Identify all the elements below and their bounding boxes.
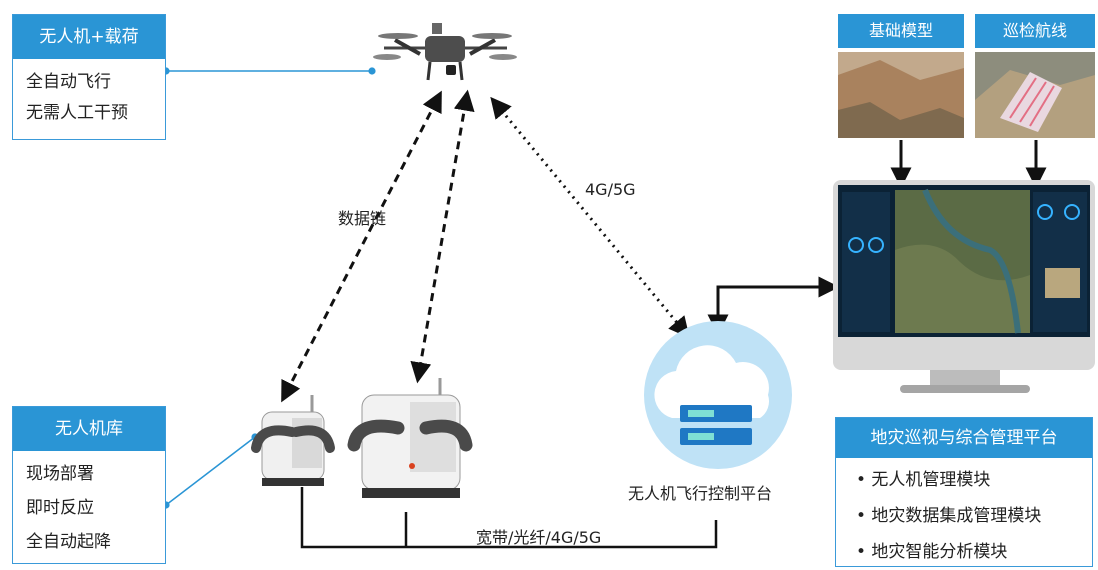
monitor-icon xyxy=(833,180,1095,393)
dock-box-line: 现场部署 xyxy=(26,464,94,484)
platform-module-item: • 地灾智能分析模块 xyxy=(856,542,1008,562)
base-model-title: 基础模型 xyxy=(838,14,964,48)
drone-box-line: 无需人工干预 xyxy=(26,103,128,123)
cellular-link-arrow xyxy=(490,96,690,339)
platform-box-title: 地灾巡视与综合管理平台 xyxy=(836,418,1092,458)
platform-module-item: • 无人机管理模块 xyxy=(856,470,991,490)
dock-small-icon xyxy=(251,395,335,486)
drone-info-box: 无人机+载荷 全自动飞行 无需人工干预 xyxy=(12,14,166,140)
drone-icon xyxy=(373,23,517,81)
backhaul-line xyxy=(300,487,718,549)
cellular-label: 4G/5G xyxy=(585,180,636,199)
data-link-label: 数据链 xyxy=(338,209,387,228)
cloud-server-icon xyxy=(644,321,792,469)
platform-info-box: 地灾巡视与综合管理平台 • 无人机管理模块 • 地灾数据集成管理模块 • 地灾智… xyxy=(835,417,1093,567)
drone-box-title: 无人机+载荷 xyxy=(13,15,165,59)
dock-large-icon xyxy=(347,378,473,498)
data-link-arrow-left xyxy=(281,90,442,403)
dock-info-box: 无人机库 现场部署 即时反应 全自动起降 xyxy=(12,406,166,564)
patrol-route-title: 巡检航线 xyxy=(975,14,1095,48)
data-link-arrow-right xyxy=(410,89,475,384)
cloud-monitor-arrow xyxy=(707,276,840,336)
dock-box-title: 无人机库 xyxy=(13,407,165,451)
base-model-thumbnail xyxy=(838,52,964,138)
drone-box-line: 全自动飞行 xyxy=(26,72,111,92)
backhaul-label: 宽带/光纤/4G/5G xyxy=(476,528,602,547)
dock-callout-line xyxy=(162,433,259,509)
dock-box-line: 全自动起降 xyxy=(26,532,111,552)
patrol-route-thumbnail xyxy=(975,52,1095,138)
platform-module-item: • 地灾数据集成管理模块 xyxy=(856,506,1042,526)
dock-box-line: 即时反应 xyxy=(26,498,94,518)
cloud-platform-label: 无人机飞行控制平台 xyxy=(628,484,773,503)
